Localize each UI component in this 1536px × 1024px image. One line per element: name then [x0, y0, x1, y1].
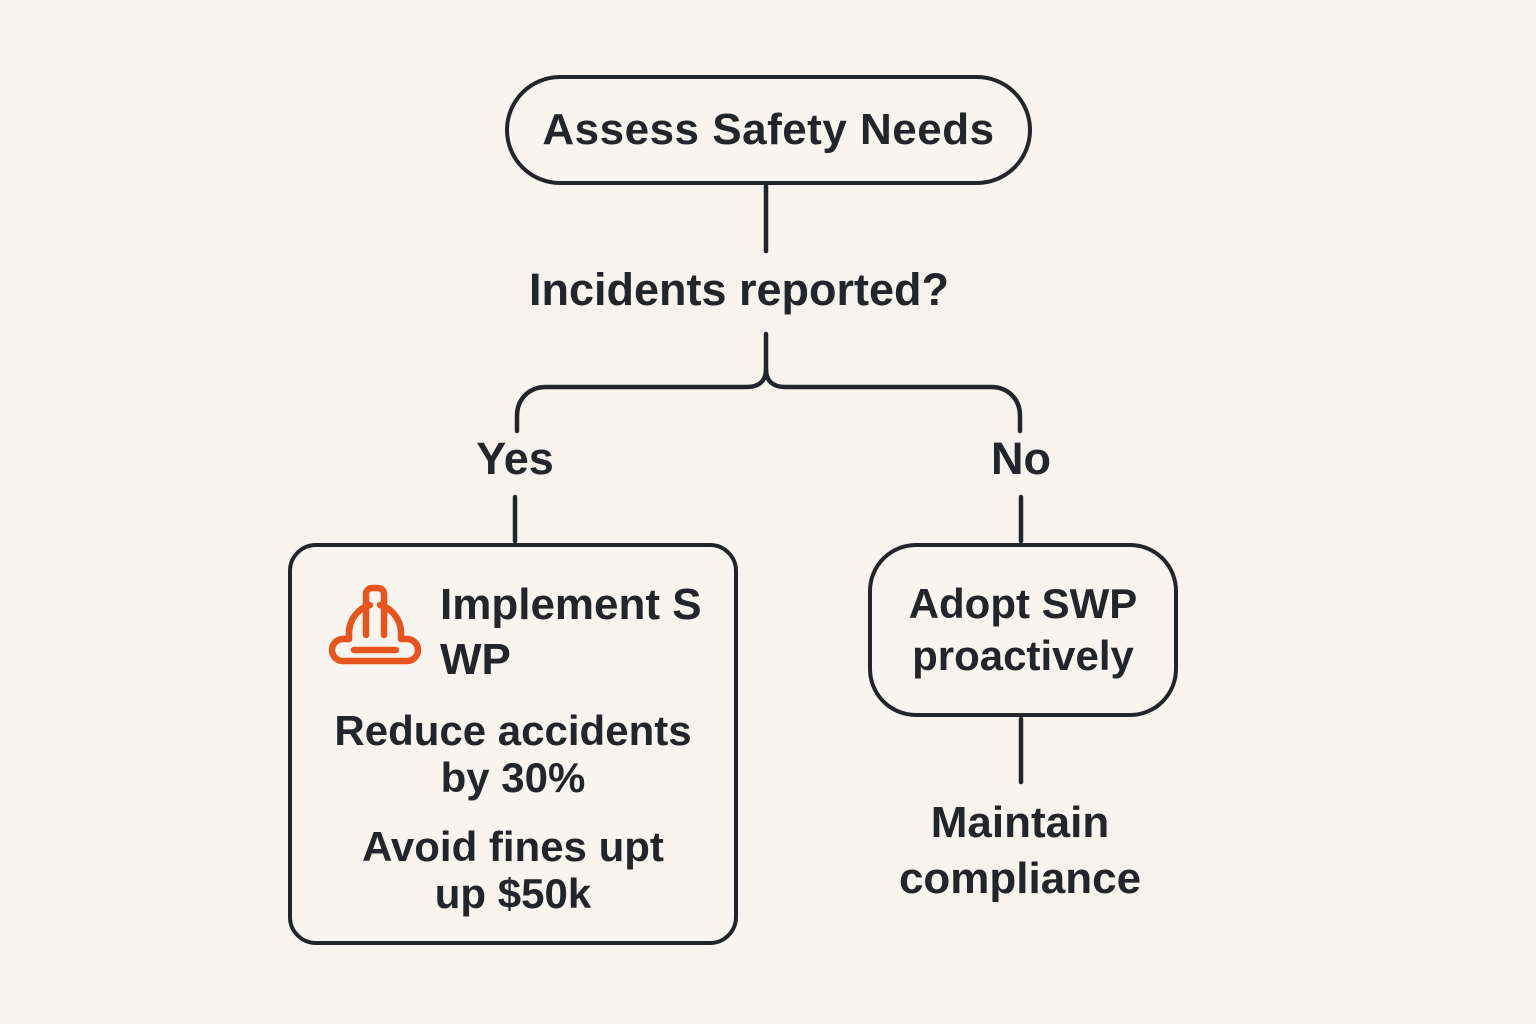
hard-hat-icon [322, 577, 428, 673]
no-node: Adopt SWP proactively [868, 543, 1178, 717]
no-node-title-line2: proactively [912, 632, 1134, 679]
yes-node-title: Implement S WP [440, 577, 732, 687]
yes-node-detail-2-line1: Avoid fines upt [362, 823, 664, 870]
outcome-label-line1: Maintain [930, 798, 1110, 847]
branch-label-yes: Yes [476, 433, 554, 484]
yes-node-title-line1: Implement S [440, 580, 702, 629]
branch-label-no: No [991, 433, 1051, 484]
question-label: Incidents reported? [528, 264, 950, 315]
connector-split-right [763, 366, 1023, 434]
outcome-label: Maintain compliance [870, 795, 1170, 907]
no-node-title-line1: Adopt SWP [908, 580, 1138, 627]
yes-node-detail-2: Avoid fines upt up $50k [292, 823, 734, 917]
yes-node-detail-1: Reduce accidents by 30% [292, 707, 734, 801]
yes-node: Implement S WP Reduce accidents by 30% A… [288, 543, 738, 945]
yes-node-detail-2-line2: up $50k [434, 870, 592, 917]
root-node: Assess Safety Needs [505, 75, 1032, 185]
outcome-label-line2: compliance [898, 854, 1142, 903]
yes-node-title-line2: WP [440, 635, 511, 684]
yes-node-detail-1-line1: Reduce accidents [334, 707, 692, 754]
yes-node-detail-1-line2: by 30% [440, 754, 586, 801]
connector-split-left [514, 331, 769, 434]
root-node-label: Assess Safety Needs [542, 105, 995, 154]
